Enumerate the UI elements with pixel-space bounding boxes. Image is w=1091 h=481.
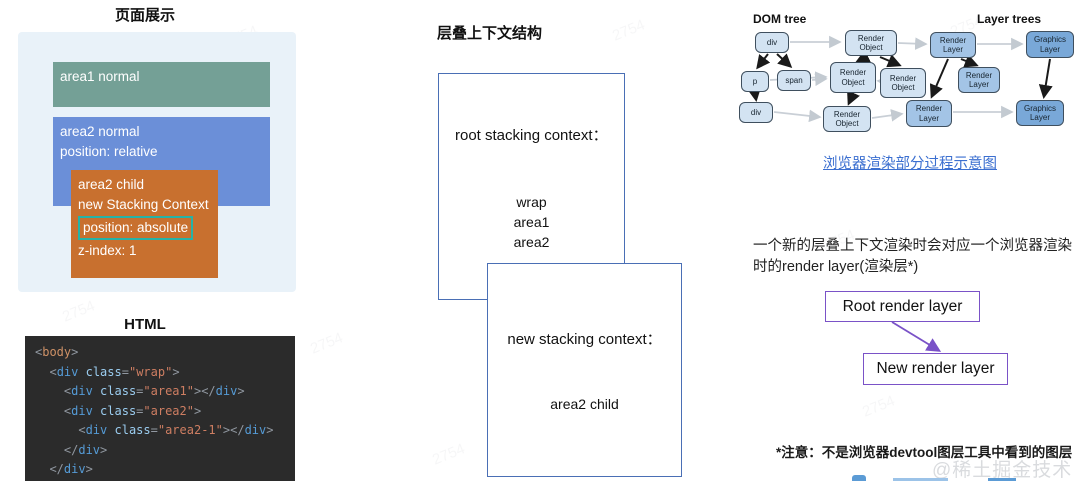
juejin-watermark: @稀土掘金技术社区 — [932, 460, 1073, 481]
bottom-edge-artifact — [852, 475, 866, 481]
new-stacking-context-label: new Stacking Context — [78, 197, 209, 212]
area2-label: area2 normal — [60, 124, 140, 139]
dom-tree-label: DOM tree — [753, 12, 807, 26]
diagonal-watermark: 2754 — [860, 392, 898, 421]
render-object-node: Render Object — [830, 62, 876, 93]
area1-box: area1 normal — [53, 62, 270, 107]
stack-item-area1: area1 — [513, 214, 550, 230]
dom-node-span: span — [777, 70, 811, 91]
render-layer-arrow — [891, 321, 942, 352]
diagonal-watermark: 2754 — [610, 16, 648, 45]
page-demo-title: 页面展示 — [114, 7, 175, 24]
root-stacking-context-items: wrap area1 area2 — [439, 192, 624, 252]
graphics-layer-node: Graphics Layer — [1016, 100, 1064, 126]
render-object-node: Render Object — [823, 106, 871, 132]
new-render-layer-box: New render layer — [863, 353, 1008, 385]
code-line: </div> — [35, 442, 108, 457]
render-object-node: Render Object — [845, 30, 897, 56]
area2-child-box: area2 child new Stacking Context positio… — [71, 170, 218, 278]
code-line: <div class="area2"> — [35, 403, 202, 418]
stacking-structure-title: 层叠上下文结构 — [437, 25, 543, 42]
position-absolute-highlight: position: absolute — [78, 216, 194, 240]
page-demo-container: area1 normal area2 normal position: rela… — [18, 32, 296, 292]
code-line: </div> — [35, 462, 93, 476]
code-line: <body> — [35, 345, 79, 359]
stack-item-area2-child: area2 child — [550, 396, 619, 412]
render-layer-node: Render Layer — [906, 100, 952, 127]
code-line: <div class="wrap"> — [35, 364, 180, 379]
dom-node-div: div — [755, 32, 789, 53]
render-object-node: Render Object — [880, 68, 926, 98]
area2-child-label: area2 child — [78, 177, 145, 192]
area1-label: area1 normal — [60, 69, 140, 84]
root-stacking-context-box: root stacking context： wrap area1 area2 — [438, 73, 625, 300]
area2-position-label: position: relative — [60, 144, 158, 159]
stack-item-wrap: wrap — [516, 194, 547, 210]
new-stacking-context-box: new stacking context： area2 child — [487, 263, 682, 477]
layer-trees-label: Layer trees — [977, 12, 1042, 26]
graphics-layer-node: Graphics Layer — [1026, 31, 1074, 58]
root-stacking-context-heading: root stacking context： — [455, 127, 608, 144]
dom-node-p: p — [741, 71, 769, 92]
code-line: <div class="area2-1"></div> — [35, 423, 274, 437]
dom-node-div-child: div — [739, 102, 773, 123]
render-layer-node: Render Layer — [930, 32, 976, 58]
render-process-link[interactable]: 浏览器渲染部分过程示意图 — [823, 156, 997, 172]
diagonal-watermark: 2754 — [308, 329, 346, 358]
render-layer-node: Render Layer — [958, 67, 1000, 93]
root-render-layer-box: Root render layer — [825, 291, 980, 322]
z-index-label: z-index: 1 — [78, 243, 137, 258]
new-stacking-context-heading: new stacking context： — [507, 331, 662, 348]
html-code-title: HTML — [124, 316, 166, 333]
stack-item-area2: area2 — [513, 234, 550, 250]
devtool-note: *注意：不是浏览器devtool图层工具中看到的图层 — [776, 445, 1073, 460]
bottom-edge-artifact — [893, 478, 948, 481]
render-layer-paragraph: 一个新的层叠上下文渲染时会对应一个浏览器渲染时的render layer(渲染层… — [753, 238, 1072, 275]
code-line: <div class="area1"></div> — [35, 384, 245, 398]
bottom-edge-artifact — [988, 478, 1016, 481]
html-code-block: <body> <div class="wrap"> <div class="ar… — [25, 336, 295, 481]
diagonal-watermark: 2754 — [430, 440, 468, 469]
new-stacking-context-items: area2 child — [488, 394, 681, 414]
